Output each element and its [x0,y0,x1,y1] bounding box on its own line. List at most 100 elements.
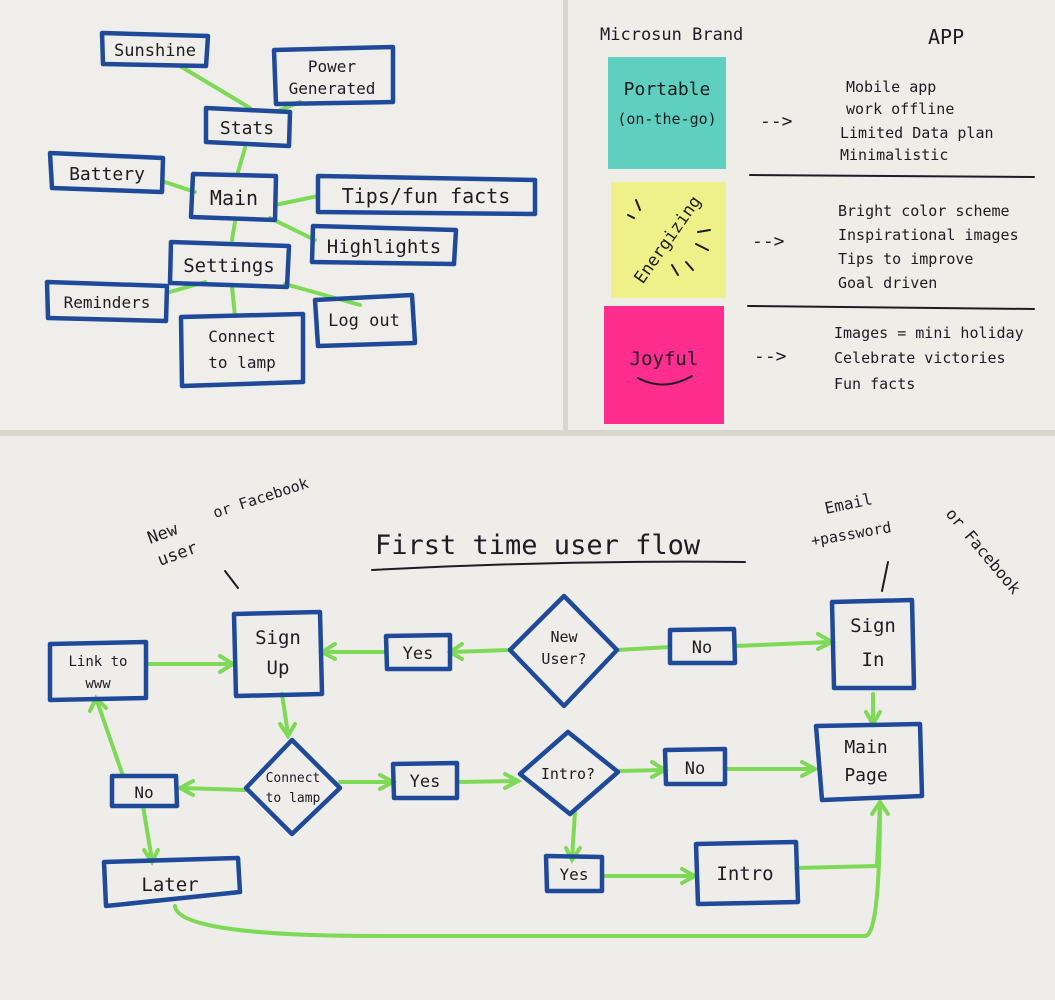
node-highlights: Highlights [309,223,459,267]
flow-connectors [88,632,890,938]
node-main-label: Main [210,186,258,210]
yes-label: Yes [560,865,589,884]
app-item: Limited Data plan [840,124,994,142]
main-page-box: Main Page [813,721,925,803]
separator-2 [747,305,1035,310]
sticky-note-portable: Portable (on-the-go) [608,57,726,169]
sticky-note-energizing: Energizing [611,182,726,298]
sign-in-box: Sign In [829,597,917,691]
yes-box-intro: Yes [543,853,605,894]
arrow-3: --> [754,346,787,367]
brand-column-header: Microsun Brand [600,25,743,45]
app-item: Images = mini holiday [834,324,1024,342]
no-box-intro: No [662,746,728,787]
node-logout-label: Log out [328,311,400,331]
sticky-note-joyful: Joyful [604,306,724,424]
app-group-portable: Mobile app work offline Limited Data pla… [840,78,994,164]
app-item: Tips to improve [838,250,973,268]
app-column-header: APP [928,25,964,49]
sitemap-panel: Sunshine Power Generated Stats Battery M… [0,0,563,430]
node-sunshine: Sunshine [99,30,211,69]
yes-label: Yes [410,772,441,792]
sign-up-label-1: Sign [255,627,301,649]
node-settings-label: Settings [183,255,275,277]
node-stats: Stats [203,105,293,149]
user-flow-diagram: First time user flow New user or Faceboo… [47,474,1025,938]
user-flow-panel: First time user flow New user or Faceboo… [0,436,1055,1000]
yes-label: Yes [403,644,434,664]
title-underline [371,560,746,571]
node-battery-label: Battery [69,164,145,185]
intro-diamond: Intro? [517,729,621,817]
joyful-smile [637,375,693,386]
no-box-connect: No [109,773,180,809]
vertical-divider [563,0,568,436]
yes-box-new-user: Yes [383,632,453,672]
horizontal-divider [0,430,1055,436]
brand-board: Microsun Brand APP Portable (on-the-go) … [600,25,1035,424]
app-group-energizing: Bright color scheme Inspirational images… [838,202,1019,292]
note-or-facebook-left: or Facebook [211,474,311,522]
new-user-label-1: New [550,628,578,646]
sign-in-label-1: Sign [850,615,896,637]
node-battery: Battery [47,150,166,195]
no-label: No [685,759,705,779]
no-label: No [134,783,153,802]
note-password: +password [810,518,893,550]
node-power-generated: Power Generated [271,44,396,107]
node-log-out: Log out [312,292,418,349]
node-main: Main [188,171,279,223]
sign-up-box: Sign Up [231,609,325,699]
sitemap-diagram: Sunshine Power Generated Stats Battery M… [44,30,538,389]
note-or-facebook-right: or Facebook [942,504,1025,598]
link-label-1: Link to [68,654,127,670]
intro-question-label: Intro? [541,765,595,783]
arrow-2: --> [752,231,785,252]
node-stats-label: Stats [220,118,274,139]
note-right-pointer [881,561,889,592]
connect-label-2: to lamp [266,791,321,806]
node-reminders-label: Reminders [64,293,151,312]
sticky-note-joyful-label: Joyful [630,348,699,370]
node-reminders: Reminders [44,279,170,324]
node-tips-label: Tips/fun facts [342,184,511,208]
app-group-joyful: Images = mini holiday Celebrate victorie… [834,324,1024,393]
sticky-note-portable-line1: Portable [624,79,711,100]
new-user-diamond: New User? [507,593,620,709]
sign-up-label-2: Up [267,657,290,679]
app-item: Fun facts [834,375,915,393]
app-item: Goal driven [838,274,937,292]
main-page-label-2: Page [844,765,887,786]
main-page-label-1: Main [844,737,887,758]
yes-box-connect: Yes [390,760,460,801]
app-item: Bright color scheme [838,202,1010,220]
node-connect-to-lamp: Connect to lamp [178,311,306,389]
node-power-label-2: Generated [289,79,376,98]
new-user-label-2: User? [541,650,586,668]
sticky-note-portable-line2: (on-the-go) [617,110,716,128]
arrow-1: --> [760,111,793,132]
note-email: Email [823,489,874,518]
node-power-label-1: Power [308,57,357,76]
node-tips: Tips/fun facts [315,173,538,217]
intro-box: Intro [693,839,801,907]
sign-in-label-2: In [862,649,885,671]
connect-to-lamp-diamond: Connect to lamp [243,737,343,837]
node-connect-label-1: Connect [208,327,275,346]
brand-panel: Microsun Brand APP Portable (on-the-go) … [568,0,1055,430]
node-sunshine-label: Sunshine [114,41,196,61]
node-connect-label-2: to lamp [208,353,275,372]
app-item: Celebrate victories [834,349,1006,367]
app-item: Inspirational images [838,226,1019,244]
link-label-2: www [85,676,111,692]
sitemap-connectors [163,64,362,318]
node-highlights-label: Highlights [327,236,441,258]
note-left-pointer [224,570,239,589]
app-item: work offline [846,100,954,118]
flow-title: First time user flow [375,530,701,561]
intro-label: Intro [716,863,773,885]
link-to-www-box: Link to www [47,639,149,703]
app-item: Minimalistic [840,146,948,164]
later-box: Later [101,855,243,909]
no-box-new-user: No [667,626,738,666]
